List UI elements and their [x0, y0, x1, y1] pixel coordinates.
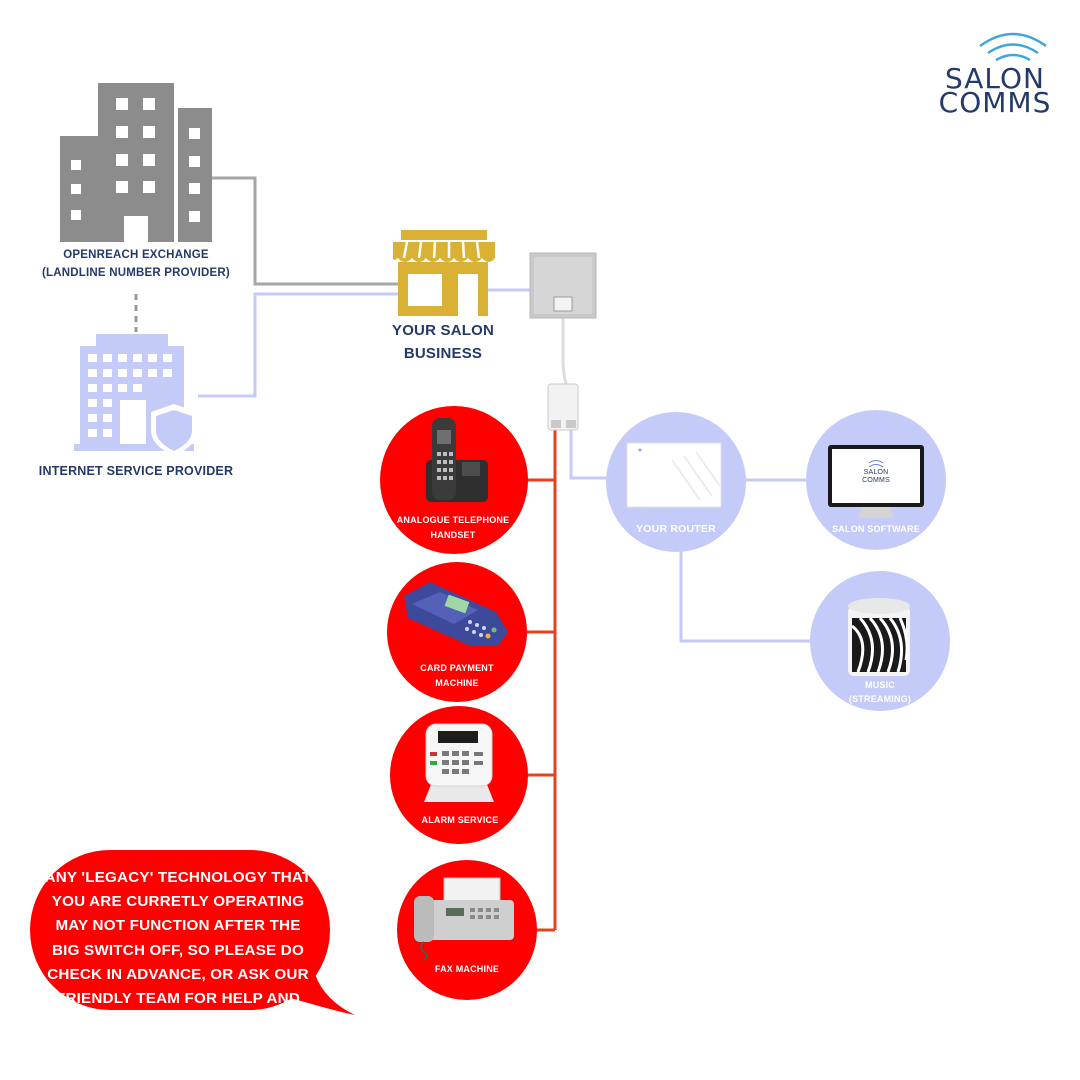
router-icon	[626, 442, 722, 508]
isp-building-icon	[74, 334, 197, 456]
card-payment-label-line-1: CARD PAYMENT	[420, 663, 494, 673]
microfilter-icon	[547, 383, 579, 431]
router-label: YOUR ROUTER	[636, 523, 716, 535]
monitor-icon	[828, 445, 924, 518]
card-payment-node	[387, 562, 527, 702]
router-to-music-line	[679, 545, 815, 643]
exchange-line	[212, 176, 400, 286]
monitor-screen-line-2: COMMS	[862, 477, 890, 484]
logo-line-1: SALON	[944, 62, 1046, 95]
isp-line	[198, 292, 400, 398]
analogue-handset-label-line-2: HANDSET	[430, 530, 476, 540]
music-streaming-node	[810, 571, 950, 711]
salon-shop-icon	[393, 230, 495, 316]
exchange-label-line-1: OPENREACH EXCHANGE	[63, 249, 209, 261]
salon-software-label: SALON SOFTWARE	[832, 524, 920, 534]
salon-label-line-1: YOUR SALON	[391, 322, 494, 339]
wall-socket-icon	[529, 252, 597, 319]
router-feed-line	[569, 430, 610, 480]
card-terminal-icon	[404, 582, 508, 646]
card-payment-label-line-2: MACHINE	[435, 678, 479, 688]
salon-label-line-2: BUSINESS	[403, 345, 483, 362]
speaker-icon	[848, 598, 910, 676]
alarm-keypad-icon	[424, 723, 494, 802]
isp-label: INTERNET SERVICE PROVIDER	[38, 464, 234, 478]
fax-machine-icon	[414, 877, 514, 961]
screen-waves-icon	[868, 460, 884, 464]
fax-machine-node	[397, 860, 537, 1000]
monitor-screen-line-1: SALON	[863, 469, 889, 476]
telephone-handset-icon	[426, 418, 488, 502]
speech-bubble	[30, 850, 355, 1015]
wifi-waves-icon	[979, 32, 1047, 62]
speech-bubble-text: ANY 'LEGACY' TECHNOLOGY THAT YOU ARE CUR…	[44, 869, 312, 1032]
analogue-handset-node	[380, 406, 528, 554]
alarm-service-node	[390, 706, 528, 844]
openreach-exchange-icon	[60, 83, 212, 242]
fax-machine-label: FAX MACHINE	[434, 964, 500, 974]
salon-software-node	[806, 410, 946, 550]
logo-line-2: COMMS	[938, 86, 1052, 119]
music-label-line-2: (STREAMING)	[848, 694, 912, 704]
socket-to-filter-cable	[561, 316, 568, 385]
exchange-label-line-2: (LANDLINE NUMBER PROVIDER)	[42, 267, 230, 279]
music-label-line-1: MUSIC	[865, 680, 895, 690]
alarm-service-label: ALARM SERVICE	[421, 815, 499, 825]
router-node	[606, 412, 746, 552]
analogue-handset-label-line-1: ANALOGUE TELEPHONE	[396, 515, 510, 525]
